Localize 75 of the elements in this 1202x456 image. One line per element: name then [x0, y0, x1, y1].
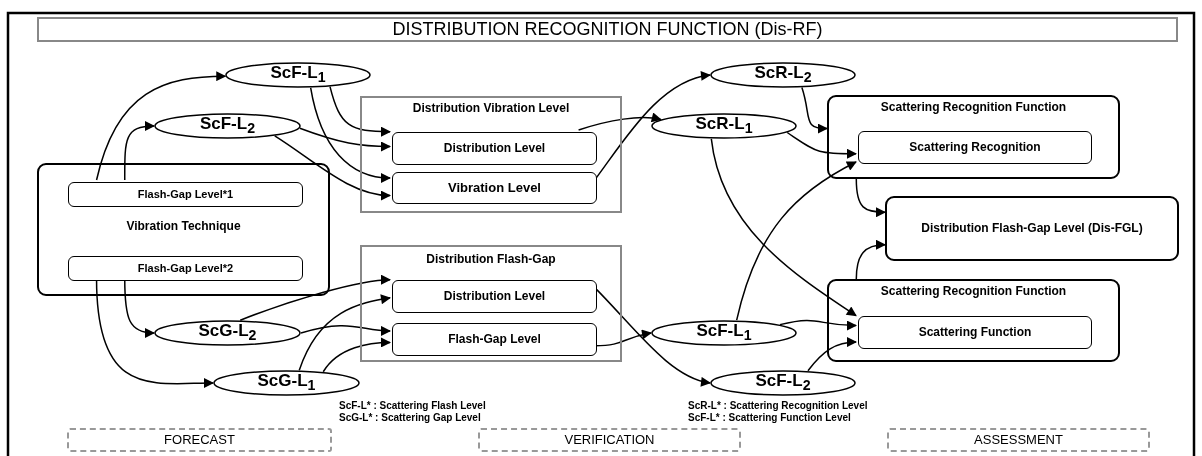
node-label: Flash-Gap Level*2	[137, 262, 234, 275]
title-box	[37, 17, 1178, 42]
arrow	[274, 135, 391, 200]
node-label: Vibration Level	[448, 180, 541, 196]
arrow	[786, 131, 857, 159]
arrow	[710, 138, 857, 317]
node-label: ScR-L$_{1}$	[695, 115, 753, 137]
arrow	[779, 319, 857, 331]
process-box	[392, 280, 597, 313]
arrow	[239, 275, 391, 321]
node-label: Distribution Flash-Gap Level (Dis-FGL)	[921, 221, 1143, 236]
process-box	[68, 182, 303, 207]
node-label: Flash-Gap Level*1	[137, 188, 234, 201]
arrow	[577, 112, 662, 131]
arrow	[95, 71, 227, 181]
process-box	[392, 172, 597, 204]
ellipse-node	[154, 113, 301, 139]
arrow	[298, 294, 391, 371]
node-label: ScG-L$_{1}$	[257, 372, 316, 394]
node-label: ASSESSMENT	[974, 432, 1063, 448]
process-box	[392, 132, 597, 165]
arrow	[299, 127, 391, 152]
node-label: ScG-L$_{2}$	[198, 322, 257, 344]
node-label: Scattering Function	[918, 325, 1032, 340]
node-label: Scattering Recognition Function	[880, 100, 1067, 114]
arrow	[329, 85, 391, 137]
key-text: ScF-L* : Scattering Function Level	[688, 412, 851, 423]
node-label: Scattering Recognition	[909, 140, 1041, 155]
key-text: ScR-L* : Scattering Recognition Level	[688, 400, 868, 411]
ellipse-node	[710, 62, 856, 88]
ellipse-node	[225, 62, 371, 88]
arrow	[807, 337, 857, 372]
arrow	[855, 178, 886, 218]
function-box	[827, 95, 1120, 179]
node-label: ScF-L$_{1}$	[696, 322, 752, 344]
ellipse-node	[154, 320, 301, 346]
node-label: Distribution Level	[443, 141, 546, 156]
arrow	[300, 325, 391, 336]
function-box	[827, 279, 1120, 362]
key-text: ScF-L* : Scattering Flash Level	[339, 400, 486, 411]
node-label: VERIFICATION	[564, 432, 655, 448]
function-box	[37, 163, 330, 296]
ellipse-node	[651, 113, 797, 139]
arrow	[801, 86, 828, 134]
group-box	[360, 245, 622, 362]
node-label: Vibration Technique	[126, 219, 241, 233]
arrow	[309, 87, 391, 183]
node-label: ScF-L$_{1}$	[270, 64, 326, 86]
node-label: Distribution Flash-Gap	[426, 252, 556, 266]
node-label: Distribution Level	[443, 289, 546, 304]
arrow	[322, 337, 391, 373]
process-box	[392, 323, 597, 356]
node-label: Flash-Gap Level	[448, 332, 541, 347]
ellipse-node	[213, 370, 360, 396]
function-box	[885, 196, 1179, 261]
node-label: Distribution Vibration Level	[412, 101, 570, 115]
node-label: ScF-L$_{2}$	[199, 115, 256, 137]
node-label: Scattering Recognition Function	[880, 284, 1067, 298]
group-box	[360, 96, 622, 213]
ellipse-node	[651, 320, 797, 346]
node-label: DISTRIBUTION RECOGNITION FUNCTION (Dis-RF)	[392, 19, 823, 40]
arrow	[124, 121, 155, 181]
node-label: ScF-L$_{2}$	[755, 372, 811, 394]
phase-box	[478, 428, 741, 452]
process-box	[858, 316, 1092, 349]
arrow	[735, 161, 857, 321]
phase-box	[67, 428, 332, 452]
node-label: ScR-L$_{2}$	[754, 64, 812, 86]
key-text: ScG-L* : Scattering Gap Level	[339, 412, 481, 423]
phase-box	[887, 428, 1150, 452]
process-box	[68, 256, 303, 281]
arrow	[855, 240, 886, 280]
node-label: FORECAST	[164, 432, 235, 448]
process-box	[858, 131, 1092, 164]
ellipse-node	[710, 370, 856, 396]
